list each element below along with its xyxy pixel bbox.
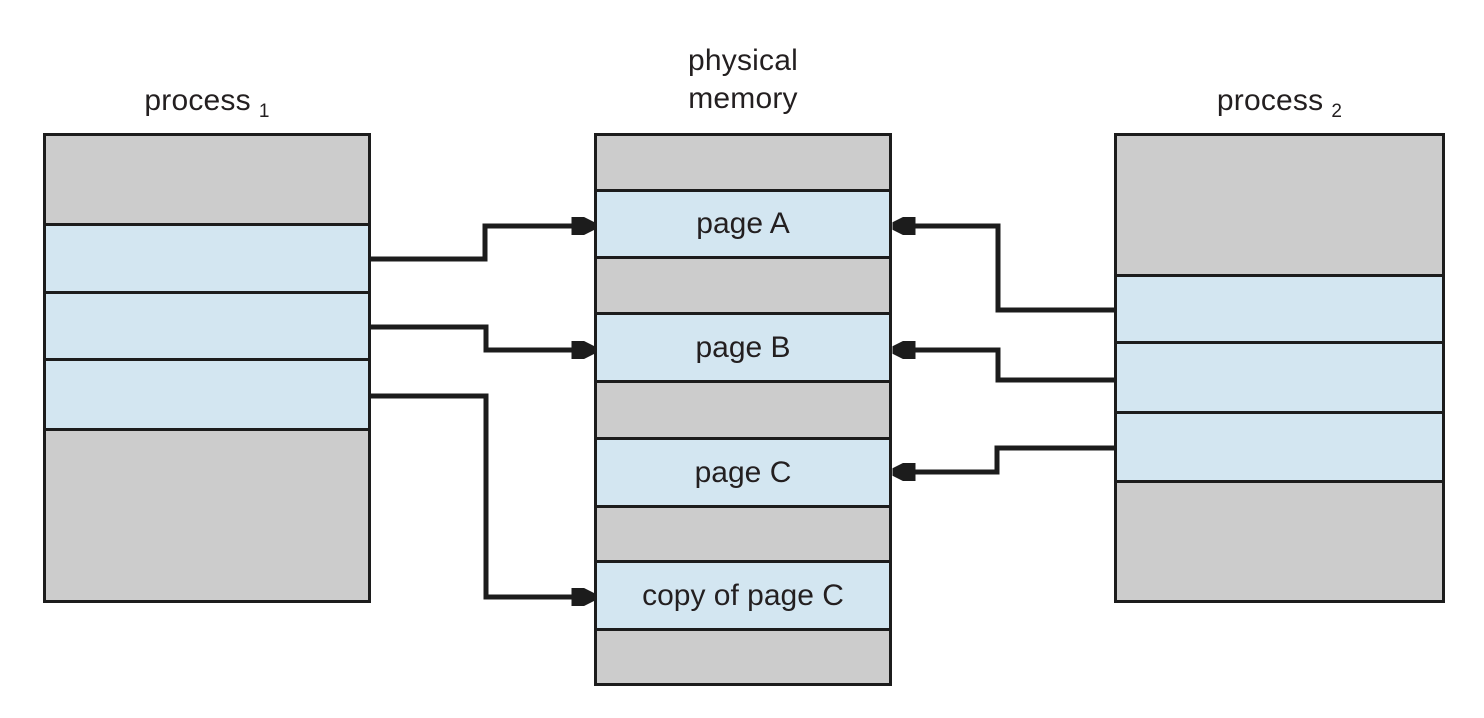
process2-column [1114, 133, 1445, 603]
page-b-label: page B [695, 330, 791, 364]
arrow-process2-to-page-b [895, 350, 1114, 383]
memory-segment-free-3 [597, 383, 889, 440]
page-a-label: page A [696, 207, 790, 240]
memory-segment-page-c: page C [597, 440, 889, 508]
process2-segment-page-a [1117, 277, 1442, 344]
arrow-process2-to-page-c [895, 445, 1114, 472]
memory-segment-page-b: page B [597, 315, 889, 383]
copy-of-page-c-label: copy of page C [642, 578, 844, 612]
physical-memory-column: page A page B page C copy of page C [594, 133, 892, 686]
process1-column [43, 133, 371, 603]
memory-segment-free-5 [597, 631, 889, 683]
process1-title-label: process [144, 84, 251, 117]
memory-segment-page-a: page A [597, 192, 889, 259]
process1-segment-page-a [46, 226, 368, 294]
process2-segment-unused-bottom [1117, 483, 1442, 600]
process2-title-label: process [1216, 84, 1324, 117]
memory-segment-copy-of-page-c: copy of page C [597, 563, 889, 631]
arrow-process1-to-page-b [371, 324, 592, 350]
arrow-process1-to-copy-of-page-c [371, 393, 592, 597]
process1-segment-page-c [46, 361, 368, 431]
physical-memory-title-line2: memory [688, 82, 798, 115]
process2-segment-page-b [1117, 344, 1442, 414]
arrow-process1-to-page-a [371, 226, 592, 262]
process1-segment-unused-top [46, 136, 368, 226]
memory-segment-free-2 [597, 259, 889, 315]
process1-title: process 1 [43, 82, 371, 131]
physical-memory-title: physical memory [594, 42, 892, 118]
process2-segment-page-c [1117, 414, 1442, 483]
process2-title: process 2 [1114, 82, 1445, 131]
physical-memory-title-line1: physical [688, 44, 798, 77]
process1-title-subscript: 1 [258, 101, 270, 122]
process2-title-subscript: 2 [1331, 101, 1343, 122]
process1-segment-page-b [46, 294, 368, 361]
process1-segment-unused-bottom [46, 431, 368, 600]
memory-segment-free-1 [597, 136, 889, 192]
memory-segment-free-4 [597, 508, 889, 563]
page-c-label: page C [694, 455, 792, 489]
arrow-process2-to-page-a [895, 226, 1114, 313]
process2-segment-unused-top [1117, 136, 1442, 277]
